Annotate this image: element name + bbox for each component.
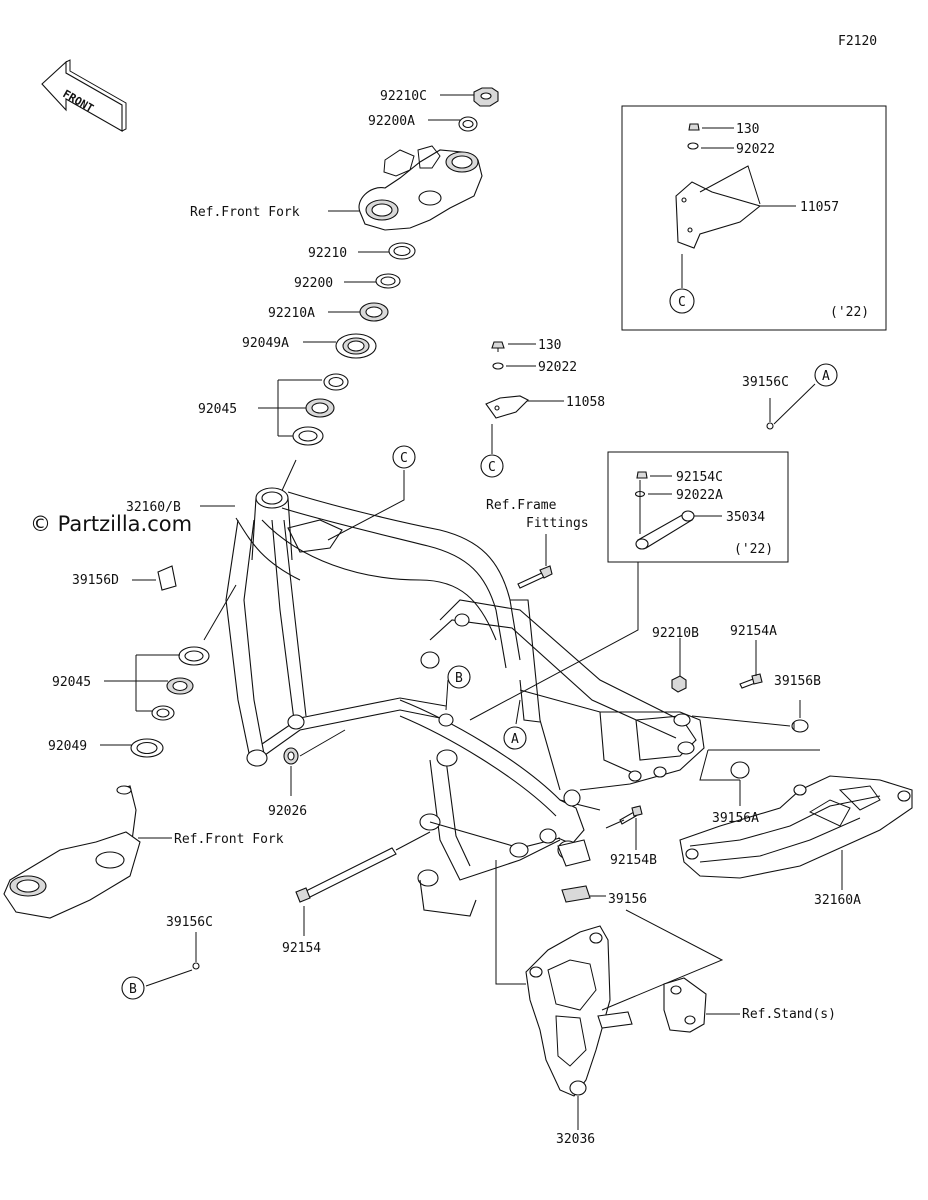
label-ref-frame-1: Ref.Frame [486,498,557,513]
label-year-22-box: ('22) [830,305,869,320]
bolt-92154B [619,805,643,825]
label-92049A: 92049A [242,336,289,351]
svg-text:B: B [129,982,137,997]
main-frame-32160 [225,487,705,917]
callout-c-box: C [669,288,695,314]
washer-92022-box [687,142,699,150]
svg-text:A: A [822,369,830,384]
callout-b-left: B [121,976,145,1000]
upper-triple-clamp [358,145,483,231]
engine-bracket-32036 [525,925,633,1097]
label-11058: 11058 [566,395,605,410]
bolt-130-box [688,123,700,131]
label-39156D: 39156D [72,573,119,588]
label-92049: 92049 [48,739,87,754]
label-ref-frame-2: Fittings [526,516,589,531]
model-year-box-top [621,105,887,331]
rear-subframe-32160A [679,775,913,879]
callout-b-frame: B [447,665,471,689]
callout-a-right: A [814,363,838,387]
label-92022A: 92022A [676,488,723,503]
partzilla-watermark: © Partzilla.com [30,512,192,536]
label-130-box: 130 [736,122,759,137]
stopper-39156B [791,719,809,733]
lockwasher-92200 [375,273,401,289]
stopper-39156A [730,761,750,779]
label-92200: 92200 [294,276,333,291]
bolt-92154A [739,673,763,689]
callout-a-frame: A [503,726,527,750]
svg-text:C: C [488,460,496,475]
label-92210: 92210 [308,246,347,261]
bolt-130-mid [491,341,505,352]
bolt-92154C [636,471,648,479]
label-35034: 35034 [726,510,765,525]
label-ref-front-fork-bottom: Ref.Front Fork [174,832,284,847]
label-11057: 11057 [800,200,839,215]
steering-stem-nut [473,87,499,107]
label-92210B: 92210B [652,626,699,641]
label-92210C: 92210C [380,89,427,104]
seal-92049A [335,333,377,359]
svg-text:B: B [455,671,463,686]
label-92022-mid: 92022 [538,360,577,375]
front-arrow-icon: FRONT [41,59,127,132]
stopper-39156D [157,565,177,591]
stand-bracket [663,977,707,1033]
bracket-11058 [485,395,529,419]
label-39156C-left: 39156C [166,915,213,930]
nut-92210A [359,302,389,322]
svg-text:C: C [400,451,408,466]
label-130-mid: 130 [538,338,561,353]
label-92154: 92154 [282,941,321,956]
label-92045-bottom: 92045 [52,675,91,690]
label-92154B: 92154B [610,853,657,868]
label-32160B: 32160/B [126,500,181,515]
washer-92022-mid [492,362,504,370]
label-92154A: 92154A [730,624,777,639]
figure-code: F2120 [838,34,877,49]
plate-39156 [561,885,591,903]
label-32036: 32036 [556,1132,595,1147]
label-92200A: 92200A [368,114,415,129]
svg-text:A: A [511,732,519,747]
label-39156A: 39156A [712,811,759,826]
label-year-22-mid: ('22) [734,542,773,557]
label-92045-top: 92045 [198,402,237,417]
label-39156C-right: 39156C [742,375,789,390]
label-39156: 39156 [608,892,647,907]
label-39156B: 39156B [774,674,821,689]
label-92154C: 92154C [676,470,723,485]
bearing-set-92045-bottom [151,646,210,721]
collar-92026 [283,747,299,765]
lower-triple-clamp-stem [3,785,141,919]
bolt-92154 [295,847,397,903]
label-ref-front-fork-top: Ref.Front Fork [190,205,300,220]
label-ref-stands: Ref.Stand(s) [742,1007,836,1022]
label-32160A: 32160A [814,893,861,908]
frame-fitting-bolt [517,565,553,589]
callout-c-frame: C [392,445,416,469]
seal-92049 [130,738,164,758]
locknut-92210 [388,242,416,260]
nut-92210B [671,675,687,693]
callout-c-mid: C [480,454,504,478]
label-92022-box: 92022 [736,142,775,157]
label-92210A: 92210A [268,306,315,321]
pivot-bushing [557,839,591,867]
label-92026: 92026 [268,804,307,819]
bearing-set-92045-top [292,373,349,446]
svg-text:C: C [678,295,686,310]
bracket-11057 [675,181,762,249]
model-year-box-mid [607,451,789,563]
rod-35034 [635,510,695,550]
washer-92200A [458,116,478,132]
